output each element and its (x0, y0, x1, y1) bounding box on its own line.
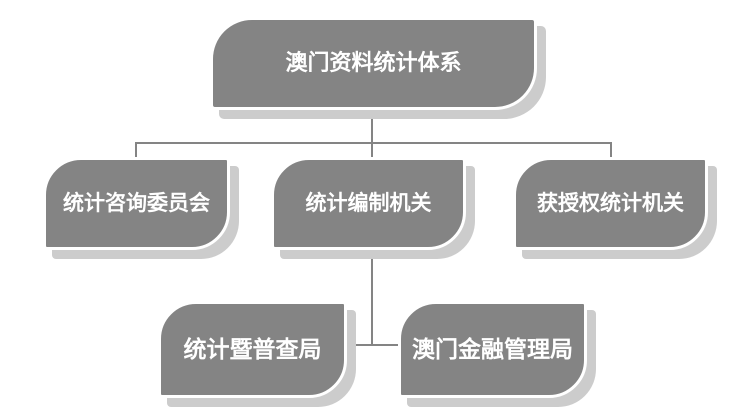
org-node-root-label: 澳门资料统计体系 (285, 50, 462, 76)
connector-stub-authorized (610, 142, 612, 158)
connector-level3-horizontal (347, 344, 399, 346)
connector-compiling-to-level3 (371, 249, 373, 346)
org-node-compiling-label: 统计编制机关 (305, 191, 432, 215)
node-face: 获授权统计机关 (513, 157, 708, 250)
node-face: 统计咨询委员会 (43, 157, 230, 250)
org-node-compiling: 统计编制机关 (271, 157, 475, 259)
node-face: 澳门资料统计体系 (210, 17, 537, 110)
org-node-advisory-label: 统计咨询委员会 (63, 191, 210, 215)
org-node-dsec-label: 统计暨普查局 (183, 335, 322, 362)
org-node-advisory: 统计咨询委员会 (43, 157, 239, 259)
org-node-root: 澳门资料统计体系 (210, 17, 546, 119)
org-node-dsec: 统计暨普查局 (158, 301, 356, 407)
org-node-authorized-label: 获授权统计机关 (537, 191, 684, 215)
node-face: 澳门金融管理局 (398, 301, 587, 398)
node-face: 统计编制机关 (271, 157, 466, 250)
node-face: 统计暨普查局 (158, 301, 347, 398)
connector-root-to-level2 (371, 108, 373, 158)
connector-stub-advisory (135, 142, 137, 158)
org-node-amcm: 澳门金融管理局 (398, 301, 596, 407)
connector-level2-horizontal (135, 142, 612, 144)
org-node-amcm-label: 澳门金融管理局 (412, 335, 573, 362)
org-node-authorized: 获授权统计机关 (513, 157, 717, 259)
